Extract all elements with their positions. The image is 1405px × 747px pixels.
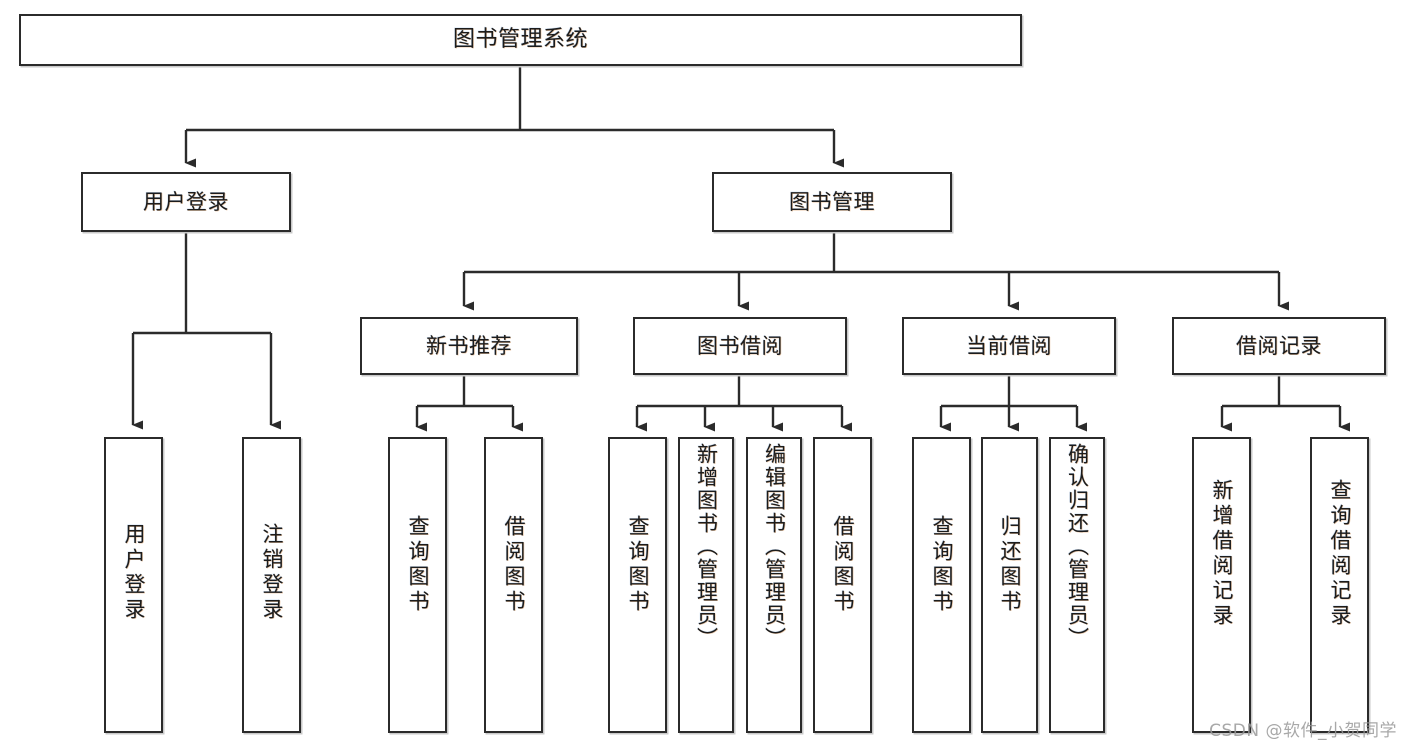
leaf-label: 编辑图书（管理员） [762, 443, 787, 650]
node-label: 借阅记录 [1236, 333, 1322, 358]
node-root-book-management-system[interactable]: 图书管理系统 [19, 14, 1022, 66]
leaf-return-book[interactable]: 归还图书 [981, 437, 1038, 733]
leaf-query-book-current[interactable]: 查询图书 [912, 437, 971, 733]
leaf-label: 借阅图书 [831, 515, 855, 615]
leaf-label: 新增图书（管理员） [694, 443, 719, 650]
node-label: 图书借阅 [697, 333, 783, 358]
leaf-query-book-recommend[interactable]: 查询图书 [388, 437, 447, 733]
leaf-label: 查询图书 [626, 515, 650, 615]
leaf-label: 确认归还（管理员） [1065, 443, 1090, 650]
node-current-borrow[interactable]: 当前借阅 [902, 317, 1116, 375]
node-book-management[interactable]: 图书管理 [712, 172, 952, 232]
leaf-logout[interactable]: 注销登录 [242, 437, 301, 733]
leaf-label: 借阅图书 [502, 515, 526, 615]
node-book-borrow[interactable]: 图书借阅 [633, 317, 847, 375]
leaf-label: 查询图书 [930, 515, 954, 615]
leaf-edit-book-admin[interactable]: 编辑图书（管理员） [746, 437, 802, 733]
csdn-watermark: CSDN @软件_小贺同学 [1209, 721, 1397, 741]
node-borrow-record[interactable]: 借阅记录 [1172, 317, 1386, 375]
leaf-borrow-book-recommend[interactable]: 借阅图书 [484, 437, 543, 733]
leaf-add-book-admin[interactable]: 新增图书（管理员） [678, 437, 734, 733]
leaf-user-login[interactable]: 用户登录 [104, 437, 163, 733]
leaf-borrow-book[interactable]: 借阅图书 [813, 437, 872, 733]
leaf-add-borrow-record[interactable]: 新增借阅记录 [1192, 437, 1251, 733]
leaf-query-borrow-record[interactable]: 查询借阅记录 [1310, 437, 1369, 733]
leaf-label: 查询借阅记录 [1328, 479, 1352, 629]
leaf-label: 用户登录 [122, 523, 146, 623]
node-label: 新书推荐 [426, 333, 512, 358]
node-label: 图书管理 [789, 189, 875, 214]
node-label: 图书管理系统 [452, 27, 588, 53]
leaf-label: 归还图书 [998, 515, 1022, 615]
node-new-book-recommend[interactable]: 新书推荐 [360, 317, 578, 375]
node-label: 当前借阅 [966, 333, 1052, 358]
leaf-label: 注销登录 [260, 523, 284, 623]
leaf-label: 查询图书 [406, 515, 430, 615]
leaf-confirm-return-admin[interactable]: 确认归还（管理员） [1049, 437, 1105, 733]
node-user-login[interactable]: 用户登录 [81, 172, 291, 232]
node-label: 用户登录 [143, 189, 229, 214]
leaf-query-book-borrow[interactable]: 查询图书 [608, 437, 667, 733]
leaf-label: 新增借阅记录 [1210, 479, 1234, 629]
